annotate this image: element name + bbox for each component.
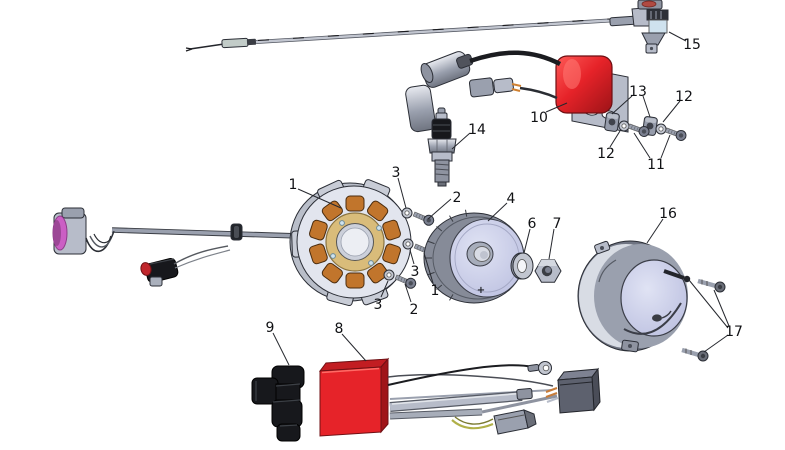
callout-washer12-left: 12 — [597, 146, 615, 162]
cable-adjuster — [221, 37, 257, 49]
callout-bolt-mid: 1 — [431, 283, 440, 299]
cover-bolt-upper — [697, 278, 726, 293]
throttle-cable — [185, 16, 635, 52]
callout-washer12-right: 12 — [675, 89, 693, 105]
flywheel-rim-ribs — [425, 209, 468, 301]
coil-ht-wire — [469, 50, 562, 66]
callout-cover16: 16 — [659, 206, 677, 222]
stator-windings — [309, 195, 401, 289]
harness-main-connector — [545, 367, 601, 414]
callout-spark-plug: 14 — [468, 122, 486, 138]
cover-bolts — [681, 278, 726, 362]
callout-switch15: 15 — [683, 37, 701, 53]
coil-lead-connectors — [468, 77, 558, 100]
cdi-unit — [318, 357, 390, 437]
callout-washer-lower: 3 — [374, 297, 383, 313]
kill-switch-assembly — [609, 0, 669, 54]
rubber-mount — [251, 365, 305, 442]
cover-face — [620, 259, 688, 337]
callout-cdi: 8 — [335, 321, 344, 337]
cover-logo — [652, 310, 672, 322]
callout-grommets13: 13 — [629, 84, 647, 100]
callout-bolt-upper: 2 — [453, 190, 462, 206]
callout-nut7: 7 — [553, 216, 562, 232]
flywheel-rotor: + — [423, 209, 525, 304]
stator-cover — [577, 240, 691, 353]
harness-connector — [52, 207, 115, 255]
cdi-harness — [387, 361, 601, 435]
cover-boss-bolt — [663, 269, 691, 283]
callout-screws11: 11 — [647, 157, 665, 173]
harness-small-connector — [451, 409, 537, 435]
flywheel-timing-mark: + — [477, 285, 485, 296]
callout-coil: 10 — [530, 110, 548, 126]
cover-bolt-lower — [681, 347, 709, 362]
spark-plug — [427, 107, 457, 187]
stator-harness — [52, 207, 331, 287]
callout-mount: 9 — [266, 320, 275, 336]
callout-bolt-lower: 2 — [410, 302, 419, 318]
callout-washer-upper: 3 — [392, 165, 401, 181]
ring-terminal — [527, 361, 552, 375]
callout-washer6: 6 — [528, 216, 537, 232]
leader-lines — [272, 31, 730, 366]
callouts: 1 3 2 3 1 3 2 4 6 7 8 9 10 11 12 12 13 1… — [266, 37, 743, 340]
flywheel-nut — [534, 259, 562, 283]
stator-screws — [330, 220, 382, 266]
stator-assembly — [289, 179, 412, 307]
flywheel-washer — [510, 252, 534, 280]
callout-cover-bolts17: 17 — [725, 324, 743, 340]
callout-washer-mid: 3 — [411, 264, 420, 280]
callout-flywheel: 4 — [507, 191, 516, 207]
pickup-sensor — [140, 245, 231, 287]
harness-grommet — [230, 223, 243, 241]
callout-stator: 1 — [289, 177, 298, 193]
